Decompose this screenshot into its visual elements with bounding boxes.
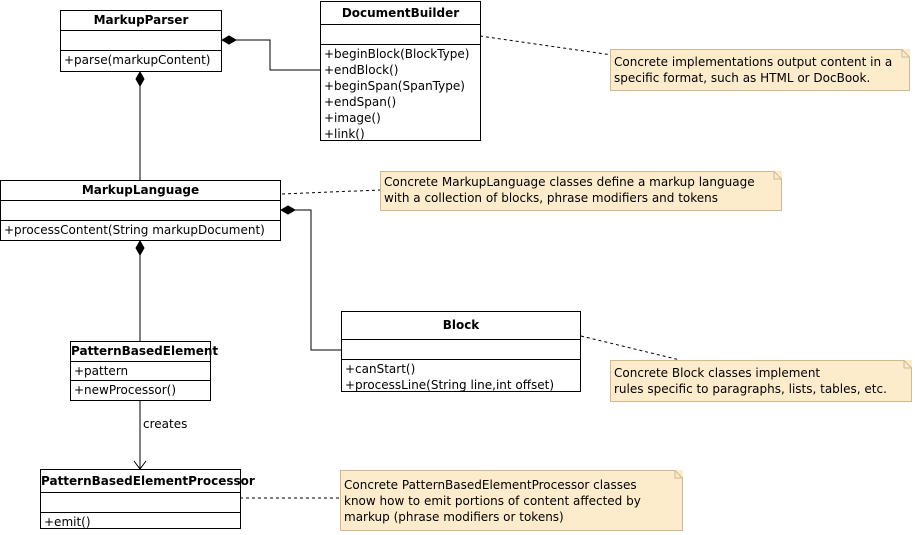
note-markup-language[interactable]: Concrete MarkupLanguage classes define a… [380, 171, 782, 211]
creates-label: creates [143, 417, 188, 431]
class-markup-parser[interactable]: MarkupParser +parse(markupContent) [60, 10, 222, 72]
operation: +beginBlock(BlockType) [324, 47, 470, 61]
attributes-compartment [1, 201, 280, 221]
class-name: PatternBasedElement [71, 342, 218, 362]
composition-language-block [279, 205, 341, 351]
note-line: Concrete Block classes implement [614, 366, 821, 380]
note-text: Concrete PatternBasedElementProcessor cl… [344, 477, 679, 525]
operation: +endBlock() [324, 63, 399, 77]
operation: +beginSpan(SpanType) [324, 79, 465, 93]
operation: +newProcessor() [74, 383, 177, 397]
note-text: Concrete implementations output content … [614, 54, 906, 86]
class-pattern-based-element[interactable]: PatternBasedElement +pattern +newProcess… [70, 341, 218, 401]
attributes-compartment [321, 25, 480, 45]
class-markup-language[interactable]: MarkupLanguage +processContent(String ma… [0, 180, 281, 241]
composition-parser-builder [220, 35, 320, 71]
note-line: specific format, such as HTML or DocBook… [614, 71, 871, 85]
operation: +canStart() [345, 362, 416, 376]
note-line: with a collection of blocks, phrase modi… [384, 191, 719, 205]
operations-compartment: +parse(markupContent) [61, 51, 221, 69]
operation: +processContent(String markupDocument) [4, 223, 265, 237]
operation: +link() [324, 127, 365, 141]
operation: +processLine(String line,int offset) [345, 378, 555, 392]
attributes-compartment [41, 493, 240, 513]
note-line: rules specific to paragraphs, lists, tab… [614, 382, 887, 396]
creates-dependency [133, 401, 147, 470]
attributes-compartment [342, 340, 580, 360]
note-line: markup (phrase modifiers or tokens) [344, 510, 564, 524]
class-block[interactable]: Block +canStart() +processLine(String li… [341, 311, 581, 392]
note-processor[interactable]: Concrete PatternBasedElementProcessor cl… [340, 470, 683, 531]
class-name: Block [342, 312, 580, 340]
operations-compartment: +processContent(String markupDocument) [1, 221, 280, 239]
class-pattern-based-element-processor[interactable]: PatternBasedElementProcessor +emit() [40, 469, 255, 531]
note-anchor-language [281, 189, 381, 195]
class-name: PatternBasedElementProcessor [41, 470, 255, 493]
note-shape [610, 360, 912, 402]
note-text: Concrete MarkupLanguage classes define a… [384, 174, 778, 206]
composition-language-patternelement [135, 239, 145, 341]
note-block[interactable]: Concrete Block classes implement rules s… [610, 360, 912, 402]
class-document-builder[interactable]: DocumentBuilder +beginBlock(BlockType) +… [320, 1, 481, 141]
note-anchor-builder [479, 35, 613, 56]
operation: +emit() [44, 515, 91, 529]
note-line: Concrete MarkupLanguage classes define a… [384, 175, 755, 189]
note-anchor-block [580, 335, 681, 361]
operations-compartment: +canStart() +processLine(String line,int… [342, 360, 580, 394]
note-shape [610, 49, 910, 91]
class-name: MarkupParser [61, 11, 221, 31]
operations-compartment: +emit() [41, 513, 240, 531]
class-name: DocumentBuilder [321, 2, 480, 25]
operations-compartment: +newProcessor() [71, 381, 210, 399]
composition-parser-language [135, 70, 145, 180]
note-text: Concrete Block classes implement rules s… [614, 365, 908, 397]
operation: +endSpan() [324, 95, 397, 109]
operation: +parse(markupContent) [64, 53, 211, 67]
note-line: Concrete implementations output content … [614, 55, 893, 69]
attributes-compartment [61, 31, 221, 51]
attribute: +pattern [74, 364, 129, 378]
note-line: Concrete PatternBasedElementProcessor cl… [344, 478, 637, 492]
operation: +image() [324, 111, 381, 125]
note-shape [380, 171, 782, 211]
note-document-builder[interactable]: Concrete implementations output content … [610, 49, 910, 91]
note-line: know how to emit portions of content aff… [344, 494, 641, 508]
operations-compartment: +beginBlock(BlockType) +endBlock() +begi… [321, 45, 480, 143]
attributes-compartment: +pattern [71, 362, 210, 381]
note-shape [340, 470, 683, 531]
class-name: MarkupLanguage [1, 181, 280, 201]
